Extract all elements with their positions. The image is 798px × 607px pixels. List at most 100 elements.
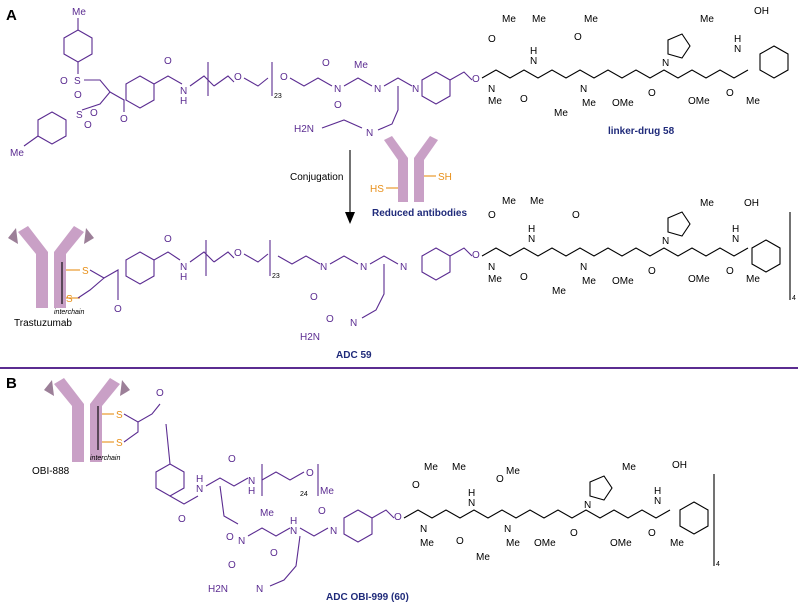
- dil-me: Me: [582, 98, 596, 109]
- ne-h-mid: H: [732, 224, 739, 235]
- dil-n-b: N: [504, 524, 511, 535]
- conjugation-arrow-head: [345, 212, 355, 224]
- caption-adc59: ADC 59: [336, 350, 372, 361]
- amide-n-b: N: [196, 484, 203, 495]
- oxo-s4: O: [84, 120, 92, 131]
- peg-oxygen-top: O: [234, 72, 242, 83]
- amide-h-top: H: [180, 96, 187, 107]
- ne-oh-b: OH: [672, 460, 687, 471]
- lys-o-b: O: [228, 454, 236, 465]
- arrow-group: [345, 150, 355, 224]
- dil-me-mid: Me: [582, 276, 596, 287]
- caption-reduced-antibodies: Reduced antibodies: [372, 208, 467, 219]
- label-obi888: OBI-888: [32, 466, 70, 477]
- cit-n-b: N: [290, 526, 297, 537]
- val2-me-mid: Me: [552, 286, 566, 297]
- payload-b: O N Me Me Me N H O Me O N Me Me OMe O N …: [403, 460, 709, 563]
- ketone-oxygen-top: O: [120, 114, 128, 125]
- n-me-methyl-b: Me: [420, 538, 434, 549]
- val1-me-b-b: Me: [452, 462, 466, 473]
- label-conjugation: Conjugation: [290, 172, 343, 183]
- reduced-antibody-icon: [384, 136, 438, 202]
- dil-n: N: [580, 84, 587, 95]
- val2-o: O: [574, 32, 582, 43]
- peg-me-b: Me: [320, 486, 334, 497]
- ne-nh-b: N: [654, 496, 661, 507]
- dar-b: 4: [716, 561, 720, 568]
- linker-chain-top: O O N H O 23 O O N Me N N H2N O N O: [109, 56, 480, 139]
- ne-oh-mid: OH: [744, 198, 759, 209]
- urea-n-b: N: [256, 584, 263, 595]
- label-interchain-a: interchain: [54, 309, 84, 316]
- n-me-methyl-top: Me: [488, 96, 502, 107]
- interchain-bridge-b: [97, 406, 114, 450]
- peg-o-b: O: [306, 468, 314, 479]
- peg-h-b: H: [248, 486, 255, 497]
- bridge-b-s2: S: [116, 438, 123, 449]
- n-paba-mid: N: [400, 262, 407, 273]
- peg24: 24: [300, 491, 308, 498]
- peg-oxygen-mid: O: [234, 248, 242, 259]
- dap-me: Me: [700, 14, 714, 25]
- dap-ome-mid: OMe: [688, 274, 710, 285]
- amide-h-b: H: [196, 474, 203, 485]
- h2n-urea-mid: H2N: [300, 332, 320, 343]
- trastuzumab-antibody-icon: [8, 226, 94, 308]
- val1-h-mid: H: [528, 224, 535, 235]
- ne-me: Me: [746, 96, 760, 107]
- dap-me-mid: Me: [700, 198, 714, 209]
- carbamate-o-top-k: O: [488, 34, 496, 45]
- cit-h-b: H: [290, 516, 297, 527]
- paba-n-b: N: [330, 526, 337, 537]
- dil-me-b: Me: [506, 538, 520, 549]
- ala-methyl: Me: [354, 60, 368, 71]
- interchain-bridge-a: [61, 262, 80, 304]
- val1-o: O: [520, 94, 528, 105]
- peg23-top: 23: [274, 93, 282, 100]
- urea-o-mid: O: [326, 314, 334, 325]
- dap-o-mid: O: [726, 266, 734, 277]
- val1-me-b-mid: Me: [530, 196, 544, 207]
- methyl-top: Me: [72, 7, 86, 18]
- carbamate-o-top: O: [472, 74, 480, 85]
- bridge-s1: S: [82, 266, 89, 277]
- n-me-b: N: [420, 524, 427, 535]
- val2-o-b: O: [496, 474, 504, 485]
- ne-me-mid: Me: [746, 274, 760, 285]
- n-cit-mid: N: [360, 262, 367, 273]
- n-me-top: N: [488, 84, 495, 95]
- val2-me-a: Me: [554, 108, 568, 119]
- amide-n-top: N: [180, 86, 187, 97]
- sh-right: SH: [438, 172, 452, 183]
- carbamate-o-mid: O: [472, 250, 480, 261]
- sulfur-top: S: [74, 76, 81, 87]
- h2n-urea-top: H2N: [294, 124, 314, 135]
- val1-nh-b: N: [468, 498, 475, 509]
- dil-o-b: O: [570, 528, 578, 539]
- n-me-mid: N: [488, 262, 495, 273]
- val-me-a-b: Me: [260, 508, 274, 519]
- dil-me-top: Me: [584, 14, 598, 25]
- val1-nh-mid: N: [528, 234, 535, 245]
- n-me-methyl-mid: Me: [488, 274, 502, 285]
- pro-n-mid: N: [662, 236, 669, 247]
- bridge-s2: S: [66, 294, 73, 305]
- dil-n-mid: N: [580, 262, 587, 273]
- val1-me-a: Me: [502, 14, 516, 25]
- carbonyl-o-ala: O: [322, 58, 330, 69]
- val2-o-mid: O: [572, 210, 580, 221]
- pro-n: N: [662, 58, 669, 69]
- dap-me-b: Me: [622, 462, 636, 473]
- oxo-s1: O: [60, 76, 68, 87]
- carbonyl-o-mid: O: [310, 292, 318, 303]
- n-urea-mid: N: [350, 318, 357, 329]
- cit-o-b: O: [318, 506, 326, 517]
- ne-nh-mid: N: [732, 234, 739, 245]
- dap-o: O: [726, 88, 734, 99]
- val1-nh: N: [530, 56, 537, 67]
- oxo-s2: O: [74, 90, 82, 101]
- label-interchain-b: interchain: [90, 455, 120, 462]
- dap-ome-b: OMe: [610, 538, 632, 549]
- val1-me-a-mid: Me: [502, 196, 516, 207]
